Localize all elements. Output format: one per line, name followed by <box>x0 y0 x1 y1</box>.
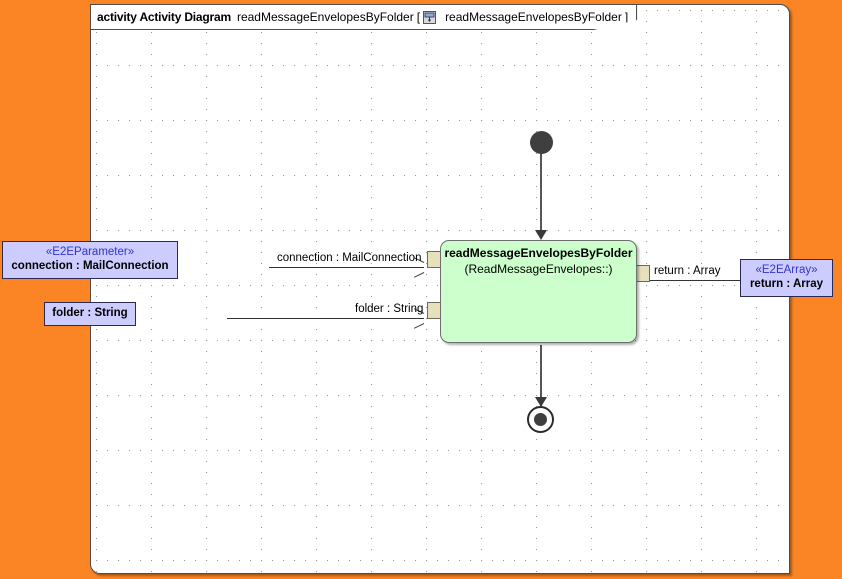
object-flow-connection[interactable] <box>269 267 424 268</box>
frame-qualified-name: readMessageEnvelopesByFolder <box>445 10 622 24</box>
frame-bracket-open: [ <box>416 10 421 24</box>
object-node-connection-label: connection : MailConnection <box>11 260 169 272</box>
initial-node[interactable] <box>530 131 553 154</box>
frame-keyword: activity Activity Diagram <box>97 10 231 24</box>
folder-input-pin[interactable] <box>427 302 441 319</box>
activity-diagram-frame[interactable]: activity Activity Diagram readMessageEnv… <box>90 4 828 574</box>
object-node-folder[interactable]: folder : String <box>44 302 136 326</box>
action-behavior: (ReadMessageEnvelopes::) <box>464 262 613 276</box>
connection-input-pin[interactable] <box>427 251 441 268</box>
object-node-connection[interactable]: «E2EParameter» connection : MailConnecti… <box>2 241 178 279</box>
object-node-connection-stereotype: «E2EParameter» <box>45 246 135 258</box>
object-node-folder-label: folder : String <box>52 307 128 319</box>
arrowhead-final-flow <box>535 397 547 407</box>
control-flow-action-to-final[interactable] <box>540 345 542 407</box>
return-output-pin[interactable] <box>636 265 650 282</box>
activity-final-node-inner <box>534 413 547 426</box>
diagram-frame-name-tag[interactable]: activity Activity Diagram readMessageEnv… <box>91 5 638 30</box>
activity-final-node[interactable] <box>527 406 554 433</box>
edge-label-folder: folder : String <box>355 303 424 315</box>
object-flow-folder[interactable] <box>227 318 424 319</box>
call-behavior-action-node[interactable]: readMessageEnvelopesByFolder (ReadMessag… <box>440 240 637 343</box>
edge-label-return: return : Array <box>654 265 721 277</box>
frame-bracket-close: ] <box>624 10 629 24</box>
arrowhead-initial-flow <box>535 230 547 240</box>
activity-diagram-icon <box>423 10 437 24</box>
control-flow-initial-to-action[interactable] <box>540 152 542 237</box>
edge-label-connection: connection : MailConnection <box>277 252 422 264</box>
object-flow-return[interactable] <box>650 280 828 281</box>
object-node-return-stereotype: «E2EArray» <box>755 264 818 276</box>
object-node-return[interactable]: «E2EArray» return : Array <box>740 259 833 297</box>
action-name: readMessageEnvelopesByFolder <box>444 246 633 260</box>
object-node-return-label: return : Array <box>749 278 824 290</box>
frame-name: readMessageEnvelopesByFolder <box>236 10 414 24</box>
